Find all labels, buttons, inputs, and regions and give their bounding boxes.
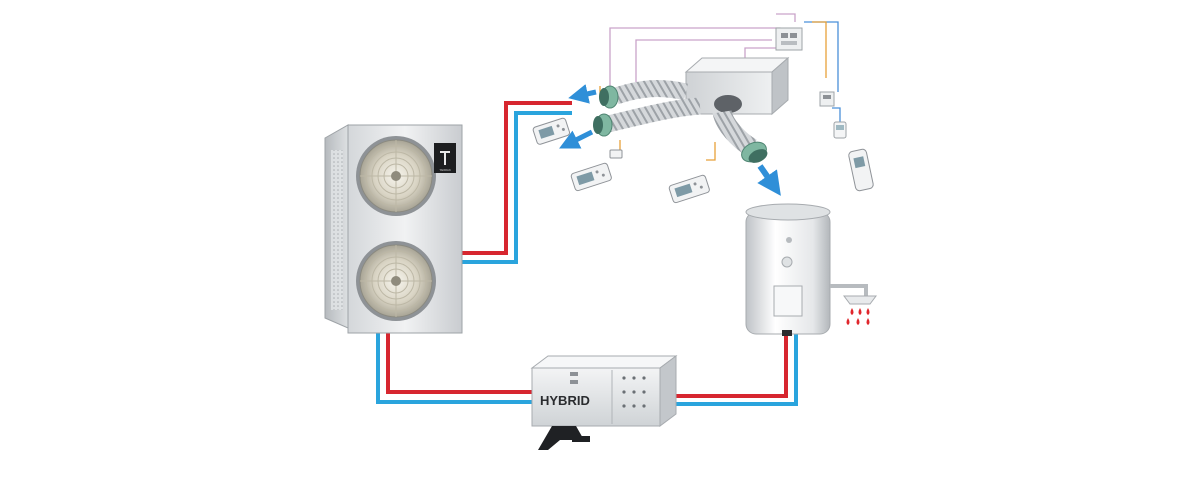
- water-drop-icon: [846, 308, 870, 325]
- ducted-air-system: [559, 56, 790, 196]
- hot-water-tank: [745, 203, 831, 336]
- airflow-arrow-icon: [757, 164, 781, 196]
- airflow-arrow-icon: [559, 129, 594, 149]
- fan-icon: [356, 136, 436, 216]
- control-box: [819, 91, 835, 107]
- brand-logo: TADIRAN: [434, 143, 456, 173]
- cold-pipe-to-tank: [668, 330, 798, 406]
- control-box: [775, 27, 803, 51]
- remote-control-icon: [570, 162, 612, 192]
- duct-collar: [599, 85, 619, 109]
- remote-control-icon: [609, 149, 623, 159]
- duct-collar: [593, 113, 613, 137]
- hot-pipe-to-tank: [668, 330, 788, 398]
- hot-pipe-upper: [462, 101, 572, 255]
- hybrid-unit-label: HYBRID: [540, 393, 590, 408]
- cold-pipe-upper: [462, 111, 572, 264]
- brand-logo-text: TADIRAN: [439, 168, 450, 172]
- remote-control-icon: [532, 117, 571, 145]
- remote-control-icon: [668, 174, 710, 204]
- hot-pipe-lower: [386, 330, 540, 394]
- cold-pipe-lower: [376, 330, 540, 404]
- refrigerant-pipes: [376, 101, 798, 406]
- wall-thermostat: [833, 121, 847, 139]
- fan-icon: [356, 241, 436, 321]
- hybrid-unit: HYBRID: [530, 355, 678, 450]
- outdoor-heat-pump-unit: TADIRAN: [324, 124, 463, 334]
- airflow-arrow-icon: [568, 84, 597, 104]
- remote-control-icon: [848, 148, 874, 192]
- duct-collar: [741, 141, 768, 163]
- plenum-box: [684, 56, 790, 116]
- shower-icon: [830, 284, 877, 325]
